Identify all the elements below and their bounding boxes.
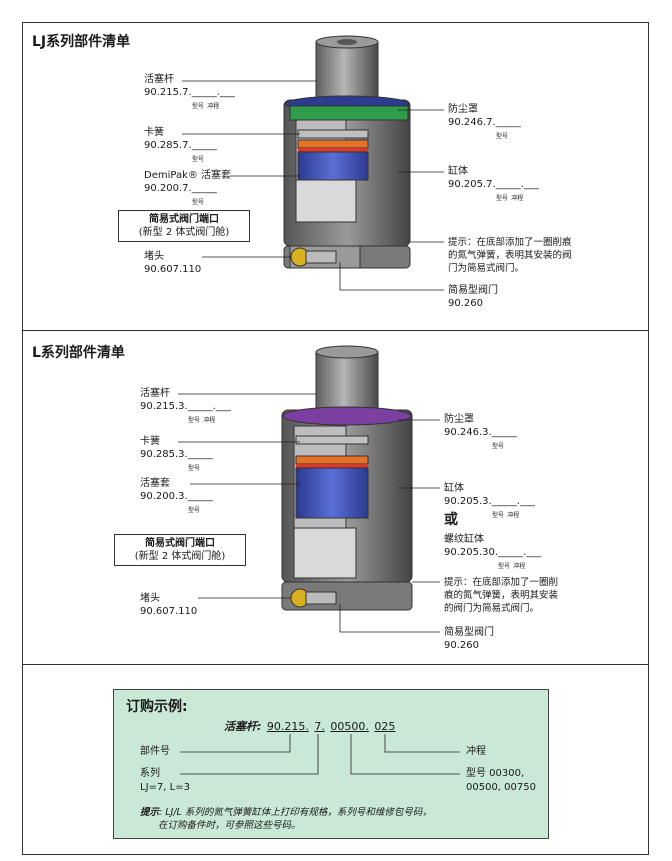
lj-port-box: 简易式阀门端口 (新型 2 体式阀门舱) bbox=[118, 210, 250, 242]
order-part-no: 部件号 bbox=[140, 746, 170, 757]
l-section-title: L系列部件清单 bbox=[32, 345, 125, 361]
lj-section-title: LJ系列部件清单 bbox=[32, 34, 131, 50]
order-title: 订购示例: bbox=[126, 699, 188, 715]
lj-sleeve-label: DemiPak® 活塞套 90.200.7._____ 型号 bbox=[144, 170, 232, 206]
order-stroke: 冲程 bbox=[466, 746, 486, 757]
l-threaded-cylinder-label: 螺纹缸体 90.205.30._____.___ 型号 冲程 bbox=[444, 534, 542, 570]
lj-cylinder-label: 缸体 90.205.7._____.___ 型号 冲程 bbox=[448, 166, 539, 202]
lj-snap-ring-label: 卡簧 90.285.7._____ 型号 bbox=[144, 127, 217, 163]
lj-hint: 提示：在底部添加了一圈削痕的氮气弹簧，表明其安装的阀门为简易式阀门。 bbox=[448, 237, 572, 274]
l-hint: 提示：在底部添加了一圈削痕的氮气弹簧，表明其安装的阀门为简易式阀门。 bbox=[444, 577, 559, 614]
l-cylinder-label: 缸体 90.205.3._____.___ 型号 冲程 bbox=[444, 483, 535, 519]
order-note: 提示: LJ/L 系列的氮气弹簧缸体上打印有规格，系列号和维修包号码， 在订购备… bbox=[140, 807, 432, 831]
order-code: 活塞杆: 90.215. 7. 00500. 025 bbox=[224, 720, 396, 733]
page-frame bbox=[22, 22, 649, 855]
order-model: 型号 00300,00500, 00750 bbox=[466, 768, 536, 793]
l-dust-cover-label: 防尘罩 90.246.3._____ 型号 bbox=[444, 414, 517, 450]
l-port-box: 简易式阀门端口 (新型 2 体式阀门舱) bbox=[114, 534, 246, 566]
section-divider bbox=[22, 330, 649, 331]
lj-piston-rod-label: 活塞杆 90.215.7._____.___ 型号 冲程 bbox=[144, 74, 235, 110]
lj-cylinder-drawing bbox=[283, 35, 411, 269]
l-snap-ring-label: 卡簧 90.285.3._____ 型号 bbox=[140, 436, 213, 472]
l-or-label: 或 bbox=[444, 512, 458, 528]
order-leader-lines bbox=[180, 734, 460, 775]
l-piston-rod-label: 活塞杆 90.215.3._____.___ 型号 冲程 bbox=[140, 388, 231, 424]
l-cylinder-drawing bbox=[281, 345, 413, 611]
lj-dust-cover-label: 防尘罩 90.246.7._____ 型号 bbox=[448, 104, 521, 140]
l-sleeve-label: 活塞套 90.200.3._____ 型号 bbox=[140, 478, 213, 514]
section-divider bbox=[22, 664, 649, 665]
